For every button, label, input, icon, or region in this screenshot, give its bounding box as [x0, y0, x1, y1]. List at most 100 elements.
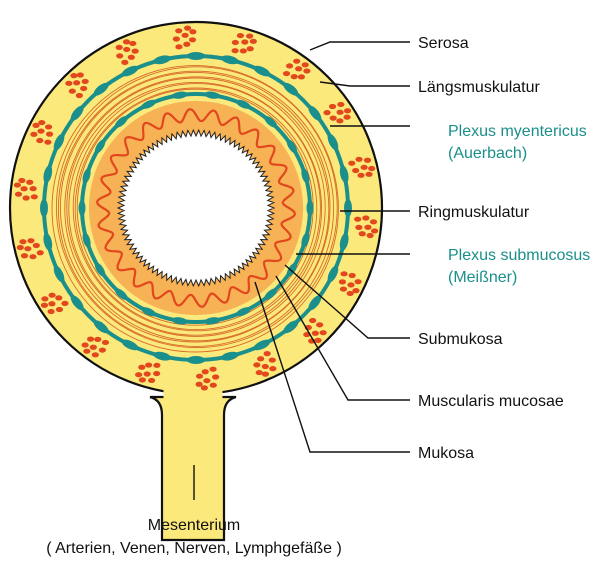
vessel-dot	[24, 246, 32, 252]
vessel-dot	[32, 242, 40, 249]
ganglion	[235, 307, 251, 317]
vessel-dot	[261, 371, 270, 377]
vessel-dot	[122, 39, 131, 45]
vessel-dot	[371, 228, 379, 234]
vessel-dot	[241, 39, 249, 45]
ganglion	[221, 351, 239, 361]
vessel-dot	[89, 344, 97, 350]
ganglion	[141, 307, 157, 317]
muscularis-mucosae-wave	[96, 108, 296, 308]
vessel-dot	[27, 238, 35, 244]
vessel-dot	[83, 348, 91, 354]
vessel-dot	[30, 194, 38, 200]
vessel-dot	[249, 38, 257, 44]
vessel-dot	[195, 381, 203, 387]
vessel-dot	[41, 296, 49, 302]
vessel-dot	[195, 373, 204, 379]
vessel-dot	[263, 351, 271, 357]
ganglion	[301, 232, 310, 248]
vessel-dot	[328, 103, 337, 110]
ganglion	[141, 99, 157, 109]
vessel-dot	[73, 80, 81, 86]
vessel-dot	[366, 232, 374, 239]
vessel-dot	[181, 32, 189, 38]
vessel-dot	[135, 372, 143, 378]
vessel-dot	[98, 347, 107, 353]
plexus-myentericus-ganglia	[40, 52, 352, 364]
label-plexus-submucosus: Plexus submucosus	[448, 247, 590, 264]
muscle-fiber	[66, 77, 326, 337]
vessel-dot	[145, 362, 153, 368]
vessel-dot	[360, 164, 368, 170]
vessel-dot	[209, 366, 217, 372]
vessel-dot	[339, 286, 348, 292]
vessel-dot	[115, 44, 123, 50]
vessel-dot	[309, 317, 317, 324]
ganglion	[283, 82, 299, 96]
vessel-dot	[81, 78, 89, 85]
ganglion	[308, 105, 322, 121]
vessel-dot	[329, 115, 337, 121]
vessel-dot	[347, 282, 355, 288]
muscle-fiber	[64, 76, 330, 342]
vessel-dot	[153, 362, 161, 368]
vessel-dot	[138, 364, 146, 370]
label-laengsmuskulatur: Längsmuskulatur	[418, 79, 541, 96]
vessel-dot	[255, 369, 263, 376]
muscle-fiber-lines	[51, 65, 339, 353]
ganglion	[43, 233, 53, 251]
vessel-dot	[355, 224, 363, 230]
vessel-dot	[355, 156, 363, 162]
vessel-dot	[55, 295, 63, 301]
ganglion	[70, 105, 84, 121]
vessel-dot	[209, 382, 217, 388]
label-auerbach: (Auerbach)	[448, 145, 527, 162]
ganglion	[78, 200, 86, 216]
vessel-dot	[81, 342, 89, 348]
vessel-cluster	[65, 72, 89, 99]
vessel-cluster	[323, 101, 352, 124]
vessel-cluster	[135, 362, 161, 384]
vessel-dot	[16, 244, 24, 251]
vessel-dot	[44, 139, 52, 145]
vessel-dot	[357, 172, 365, 178]
muscle-fiber	[55, 66, 338, 349]
vessel-cluster	[81, 336, 110, 358]
ganglion	[264, 115, 278, 128]
vessel-dot	[40, 302, 49, 308]
vessel-dot	[20, 186, 28, 192]
vessel-dot	[352, 288, 360, 294]
vessel-dot	[65, 80, 73, 86]
vessel-dot	[123, 46, 131, 53]
label-meissner: (Meißner)	[448, 269, 517, 286]
vessel-dot	[14, 191, 23, 197]
vessel-dot	[37, 128, 45, 134]
vessel-dot	[358, 231, 366, 237]
vessel-dot	[303, 68, 311, 74]
vessel-dot	[246, 33, 254, 39]
vessel-dot	[188, 37, 197, 43]
vessel-dot	[316, 322, 324, 328]
serosa-vessel-clusters	[13, 25, 379, 391]
label-ringmuskulatur: Ringmuskulatur	[418, 204, 530, 221]
vessel-dot	[32, 122, 40, 128]
vessel-dot	[183, 41, 191, 47]
vessel-dot	[45, 131, 54, 137]
vessel-dot	[369, 219, 378, 225]
ganglion	[286, 262, 298, 277]
vessel-dot	[129, 40, 137, 47]
vessel-dot	[127, 54, 135, 60]
ganglion	[82, 232, 91, 248]
vessel-dot	[36, 137, 44, 144]
vessel-dot	[354, 279, 362, 285]
plexus-submucosus-ganglia	[78, 91, 314, 325]
vessel-dot	[338, 279, 347, 285]
vessel-dot	[18, 177, 26, 184]
vessel-dot	[337, 101, 345, 108]
ganglion	[93, 320, 109, 334]
vessel-dot	[29, 254, 37, 260]
ganglion	[187, 52, 205, 60]
vessel-dot	[172, 36, 180, 42]
vessel-cluster	[172, 25, 197, 50]
vessel-dot	[189, 29, 197, 35]
